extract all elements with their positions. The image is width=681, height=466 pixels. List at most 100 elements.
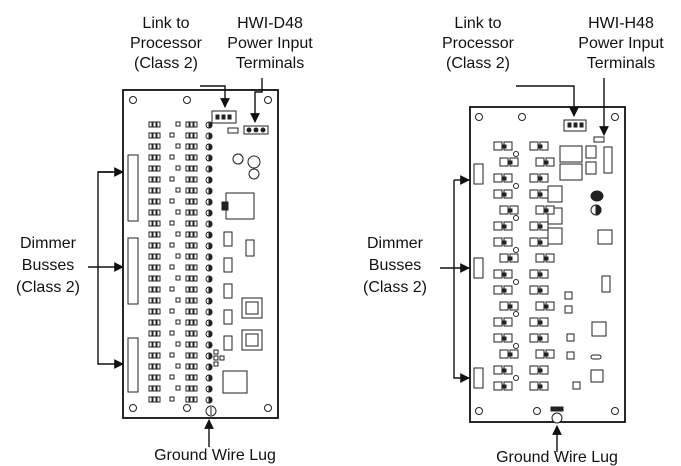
left-resistor (148, 363, 153, 370)
right-transistor-tab (538, 320, 543, 325)
left-resistor (156, 220, 161, 227)
left-resistor (156, 286, 161, 293)
left-resistor (189, 121, 194, 128)
left-capacitor-small-fill (208, 253, 213, 261)
right-via (513, 279, 519, 285)
right-transistor-tab (502, 192, 507, 197)
left-labels: Link to Processor (Class 2) HWI-D48 Powe… (16, 15, 313, 464)
right-power-label-line3: Terminals (587, 55, 655, 72)
left-resistor (152, 275, 157, 282)
left-board-group (122, 89, 279, 419)
left-resistor (148, 242, 153, 249)
right-fuse (593, 136, 605, 143)
left-power-terminal-screw (260, 127, 266, 133)
right-transistor (529, 189, 539, 199)
left-resistor (189, 231, 194, 238)
left-resistor (189, 363, 194, 370)
left-resistor (189, 165, 194, 172)
right-mount-hole-br (611, 407, 619, 415)
left-bus-label-line2: Busses (22, 257, 74, 274)
right-chip (547, 185, 563, 203)
left-resistor (189, 341, 194, 348)
right-link-pin (573, 122, 578, 128)
left-resistor (193, 198, 198, 205)
right-chip (547, 227, 563, 245)
left-small-part (175, 319, 181, 325)
left-resistor (193, 231, 198, 238)
left-resistor (152, 297, 157, 304)
left-resistor (185, 154, 190, 161)
left-capacitor-small-fill (208, 319, 213, 327)
left-capacitor-small-fill (208, 198, 213, 206)
left-small-part (213, 349, 219, 355)
left-resistor (156, 264, 161, 271)
left-resistor (189, 385, 194, 392)
left-resistor (185, 253, 190, 260)
left-resistor (156, 132, 161, 139)
left-small-part (169, 176, 175, 182)
left-resistor (193, 330, 198, 337)
right-transistor (493, 333, 503, 343)
right-transistor-tab (502, 224, 507, 229)
left-led (248, 168, 260, 180)
left-resistor (148, 231, 153, 238)
left-resistor (189, 154, 194, 161)
left-small-part (175, 187, 181, 193)
left-capacitor-small-fill (208, 275, 213, 283)
right-transistor (499, 301, 509, 311)
left-small-part (169, 374, 175, 380)
right-transistor-tab (538, 384, 543, 389)
left-resistor (148, 308, 153, 315)
left-small-part (175, 165, 181, 171)
right-link-arrow (516, 85, 579, 117)
left-resistor (152, 132, 157, 139)
left-resistor (189, 297, 194, 304)
left-small-part (169, 198, 175, 204)
left-resistor (148, 132, 153, 139)
left-resistor (156, 176, 161, 183)
left-resistor (152, 286, 157, 293)
left-resistor (152, 330, 157, 337)
right-transistor-tab (544, 208, 549, 213)
left-resistor (193, 275, 198, 282)
left-small-part (169, 286, 175, 292)
left-resistor (148, 176, 153, 183)
left-resistor (152, 143, 157, 150)
left-capacitor-small-fill (208, 242, 213, 250)
right-labels: Link to Processor (Class 2) HWI-H48 Powe… (363, 15, 664, 466)
left-link-pin (215, 114, 220, 120)
right-transistor-tab (508, 160, 513, 165)
right-transistor-tab (502, 288, 507, 293)
right-power-label-line2: Power Input (578, 35, 664, 52)
right-transistor-tab (544, 352, 549, 357)
left-resistor (156, 330, 161, 337)
left-resistor (185, 396, 190, 403)
right-transistor (529, 221, 539, 231)
right-memory-chip (590, 369, 604, 383)
left-resistor (189, 220, 194, 227)
left-resistor (189, 176, 194, 183)
right-ground-strap (550, 406, 564, 412)
left-resistor (156, 319, 161, 326)
left-dimmer-bus-connector-3 (127, 337, 139, 393)
left-resistor (193, 220, 198, 227)
left-resistor (152, 198, 157, 205)
left-small-part (175, 121, 181, 127)
left-resistor (189, 253, 194, 260)
right-transistor-tab (538, 368, 543, 373)
left-resistor (193, 121, 198, 128)
left-ground-label: Ground Wire Lug (154, 447, 276, 464)
left-resistor (193, 143, 198, 150)
left-capacitor-small-fill (208, 341, 213, 349)
left-small-part (213, 361, 219, 367)
left-resistor (193, 187, 198, 194)
left-resistor (148, 319, 153, 326)
right-transistor (493, 141, 503, 151)
left-resistor (148, 121, 153, 128)
left-small-part (169, 220, 175, 226)
left-resistor (189, 209, 194, 216)
right-transistor (529, 285, 539, 295)
left-resistor (185, 264, 190, 271)
left-resistor (148, 352, 153, 359)
